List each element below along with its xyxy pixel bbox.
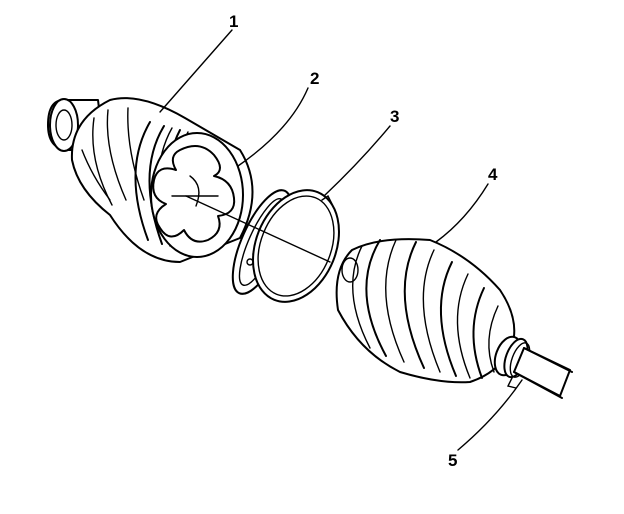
- callout-5: 5: [448, 451, 457, 470]
- callout-2: 2: [310, 69, 319, 88]
- leader-line-4: [435, 183, 489, 243]
- leader-line-2: [237, 87, 309, 167]
- axle-shaft: [513, 347, 573, 399]
- leader-line-1: [159, 29, 233, 113]
- callout-3: 3: [390, 107, 399, 126]
- callout-4: 4: [488, 165, 498, 184]
- leader-line-3: [323, 125, 391, 197]
- axis-line: [185, 195, 331, 263]
- cv-joint-housing: [47, 97, 254, 263]
- callout-1: 1: [229, 12, 238, 31]
- leader-line-5: [457, 379, 523, 451]
- cv-boot: [335, 238, 523, 384]
